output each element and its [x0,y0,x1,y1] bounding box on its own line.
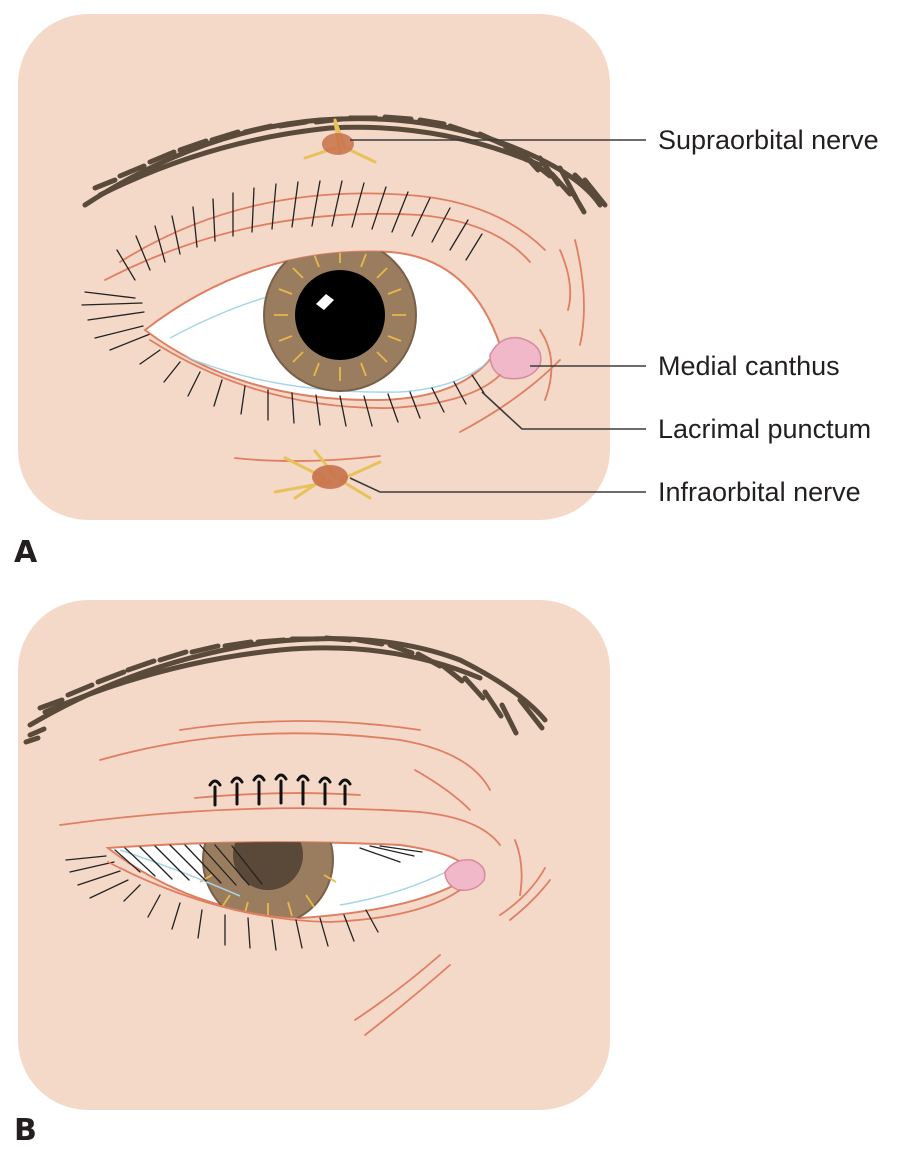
panel-letter-a: A [14,535,38,570]
supraorbital-foramen [322,133,354,155]
panel-a: Supraorbital nerve Medial canthus Lacrim… [14,14,879,570]
panel-letter-b: B [14,1113,37,1148]
label-infraorbital-nerve: Infraorbital nerve [658,477,861,507]
pupil-a [295,270,385,360]
infraorbital-foramen [312,465,348,489]
label-medial-canthus: Medial canthus [658,351,840,381]
label-lacrimal-punctum: Lacrimal punctum [658,414,871,444]
caruncle-a [490,338,541,379]
label-supraorbital-nerve: Supraorbital nerve [658,125,879,155]
panel-b: B [14,600,610,1148]
